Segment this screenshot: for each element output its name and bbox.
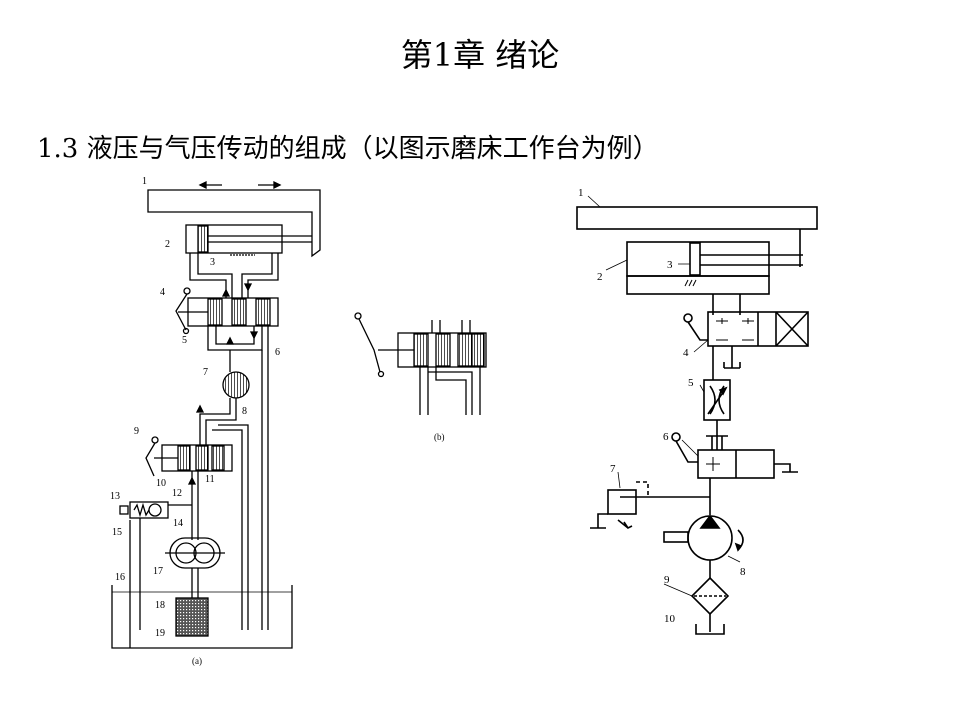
diagram-a bbox=[111, 180, 321, 649]
label-a-14: 14 bbox=[173, 518, 183, 529]
label-r-9: 9 bbox=[664, 574, 670, 586]
lever-knob-icon bbox=[183, 287, 191, 295]
relief-valve-right bbox=[607, 489, 637, 515]
label-a-18: 18 bbox=[155, 600, 165, 611]
label-a-6: 6 bbox=[275, 347, 280, 358]
slide-subtitle: 1.3 液压与气压传动的组成（以图示磨床工作台为例） bbox=[37, 134, 659, 164]
label-r-8: 8 bbox=[740, 566, 746, 578]
worktable-a bbox=[147, 189, 321, 258]
label-a-10: 10 bbox=[156, 478, 166, 489]
label-r-3: 3 bbox=[667, 259, 673, 271]
relief-valve-a bbox=[129, 501, 169, 519]
label-a-19: 19 bbox=[155, 628, 165, 639]
diagram-b bbox=[354, 312, 487, 415]
label-r-1: 1 bbox=[578, 187, 584, 199]
label-r-6: 6 bbox=[663, 431, 669, 443]
tank-right bbox=[695, 624, 725, 635]
label-a-8: 8 bbox=[242, 406, 247, 417]
label-a-1: 1 bbox=[142, 176, 147, 187]
lever-knob-icon bbox=[683, 313, 693, 323]
label-a-12: 12 bbox=[172, 488, 182, 499]
diagram-a-labels: 1 2 3 4 5 6 7 8 9 10 11 12 13 14 15 16 1… bbox=[110, 176, 280, 666]
tank-a bbox=[111, 585, 293, 649]
label-a-13: 13 bbox=[110, 491, 120, 502]
label-a-4: 4 bbox=[160, 287, 165, 298]
label-r-10: 10 bbox=[664, 613, 676, 625]
label-a-9: 9 bbox=[134, 426, 139, 437]
caption-b: (b) bbox=[434, 432, 445, 442]
label-a-2: 2 bbox=[165, 239, 170, 250]
label-r-2: 2 bbox=[597, 271, 603, 283]
cylinder-a bbox=[185, 224, 283, 254]
label-r-4: 4 bbox=[683, 347, 689, 359]
spring-icon bbox=[133, 502, 150, 518]
throttle-valve-a bbox=[222, 371, 250, 399]
caption-a: (a) bbox=[192, 656, 202, 666]
label-a-17: 17 bbox=[153, 566, 163, 577]
label-a-5: 5 bbox=[182, 335, 187, 346]
piston-a bbox=[197, 225, 209, 253]
label-r-5: 5 bbox=[688, 377, 694, 389]
label-a-16: 16 bbox=[115, 572, 125, 583]
diagram-right bbox=[576, 195, 818, 635]
label-a-11: 11 bbox=[205, 474, 215, 485]
diagram-right-labels: 1 2 3 4 5 6 7 8 9 10 bbox=[578, 187, 746, 625]
label-a-7: 7 bbox=[203, 367, 208, 378]
label-a-15: 15 bbox=[112, 527, 122, 538]
filter-a bbox=[175, 597, 209, 637]
piston-right bbox=[689, 242, 701, 276]
worktable-right bbox=[576, 206, 818, 230]
label-a-3: 3 bbox=[210, 257, 215, 268]
slide-title: 第1章 绪论 bbox=[400, 36, 560, 74]
label-r-7: 7 bbox=[610, 463, 616, 475]
